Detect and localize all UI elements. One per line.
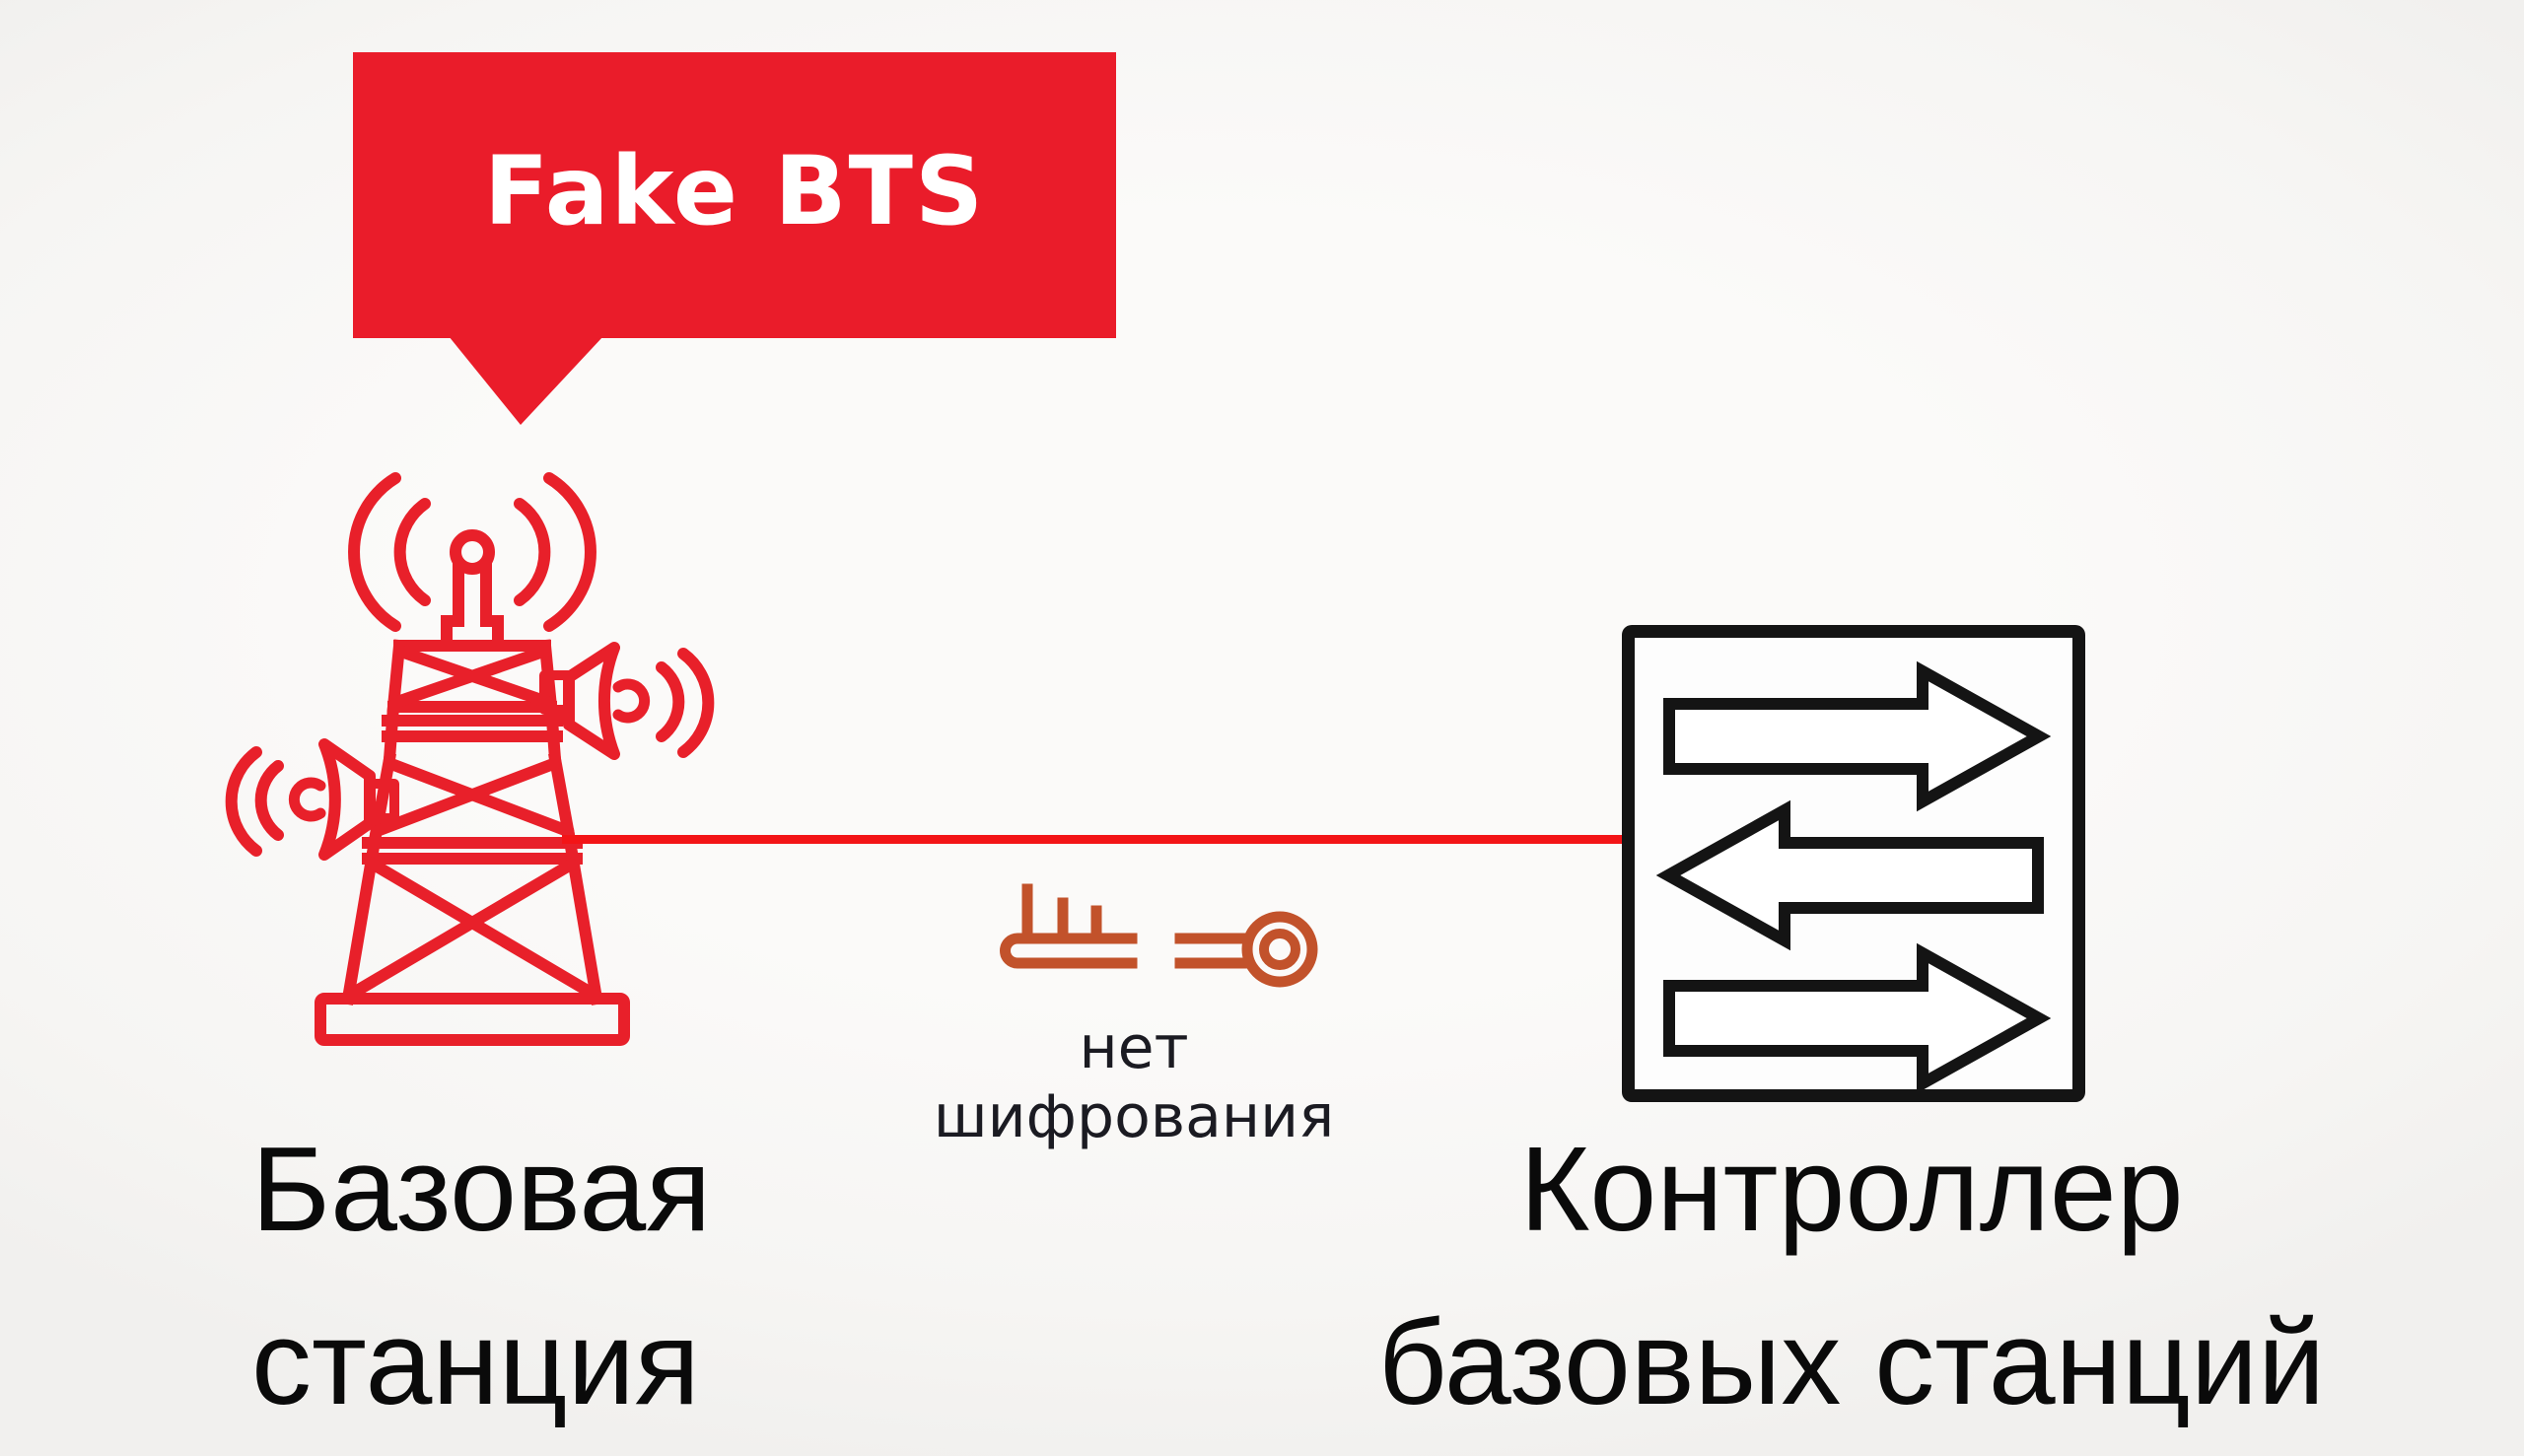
controller-switch-icon: [1622, 625, 2085, 1102]
no-encryption-label: нет шифрования: [933, 1013, 1335, 1151]
arrow-right-icon: [1663, 660, 2052, 812]
antenna-mast: [441, 563, 504, 652]
antenna-ring: [450, 529, 495, 575]
bubble-tail: [449, 336, 603, 425]
controller-label-line1: Контроллер: [1519, 1122, 2184, 1256]
base-station-label-line1: Базовая: [251, 1122, 712, 1256]
controller-label-line2: базовых станций: [1377, 1295, 2326, 1429]
antenna-signal-arcs: [348, 472, 596, 632]
tower-base: [315, 993, 630, 1046]
broken-key-icon: [986, 875, 1326, 1004]
cell-tower-svg: [225, 472, 715, 1046]
left-dish-antenna: [225, 738, 399, 861]
switch-arrows-svg: [1655, 660, 2052, 1089]
fake-bts-bubble: Fake BTS: [353, 52, 1116, 338]
broken-key-svg: [1000, 883, 1318, 988]
signal-link-line: [562, 835, 1629, 844]
fake-bts-label: Fake BTS: [483, 136, 986, 246]
arrow-right-icon: [1663, 942, 2052, 1089]
key-head: [1174, 911, 1318, 988]
controller-label: Контроллер базовых станций: [1309, 1102, 2394, 1449]
cell-tower-icon: [192, 419, 735, 1050]
arrow-left-icon: [1655, 799, 2044, 951]
right-dish-antenna: [539, 642, 715, 760]
key-blade: [1000, 883, 1138, 969]
base-station-label: Базовая станция: [251, 1102, 711, 1449]
base-station-label-line2: станция: [251, 1295, 700, 1429]
tower-lattice: [341, 639, 603, 1005]
